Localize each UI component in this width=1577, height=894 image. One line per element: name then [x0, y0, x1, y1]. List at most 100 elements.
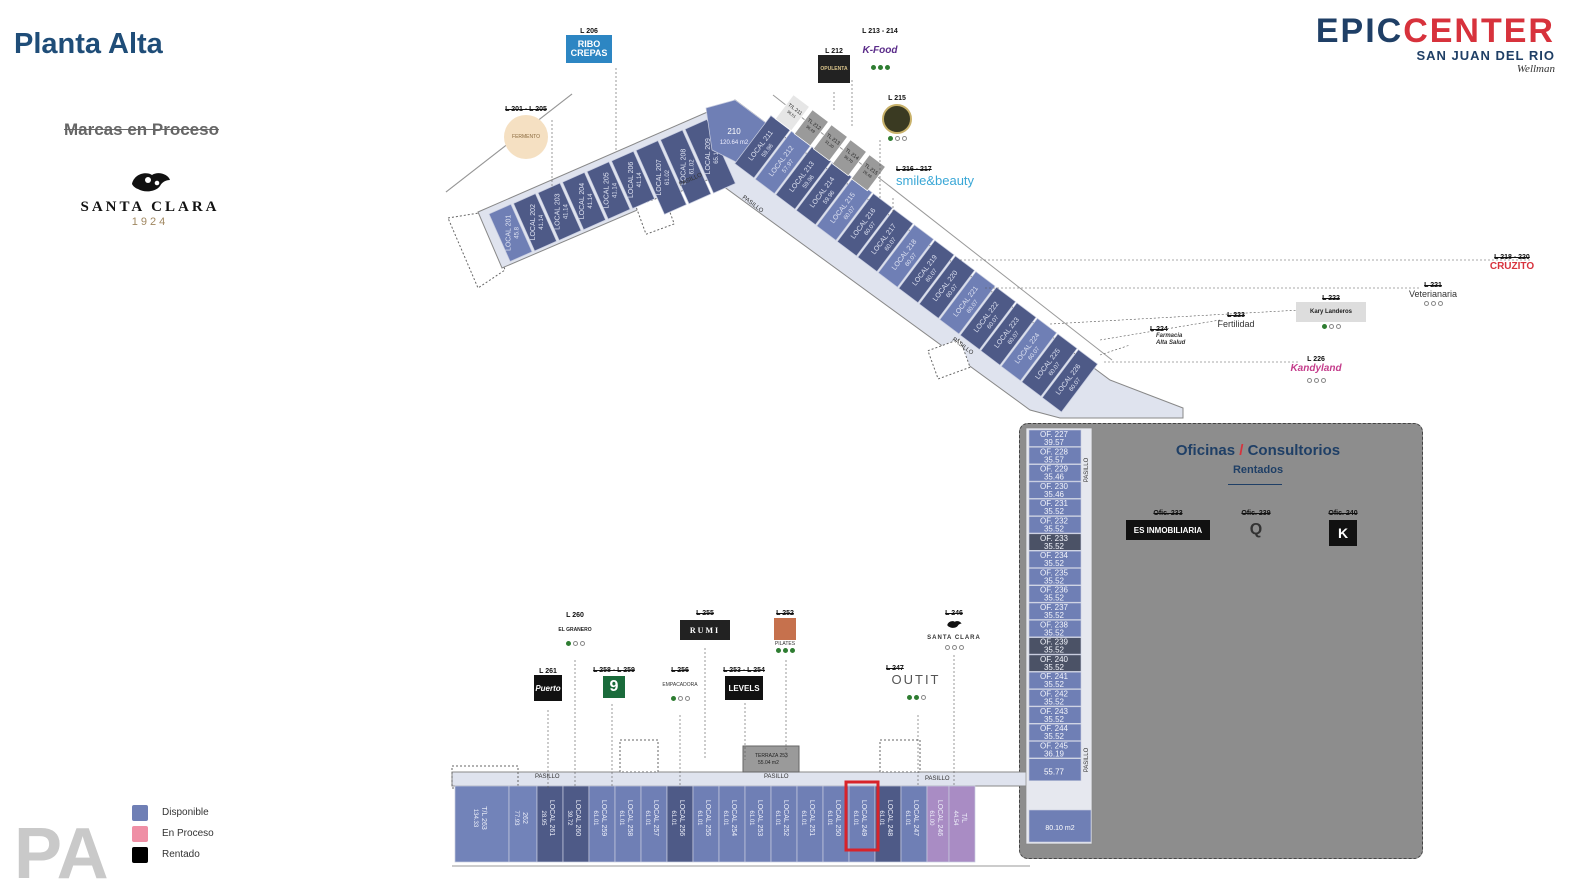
office-tenant-code: Ofic. 240: [1328, 510, 1358, 517]
status-dot: [782, 648, 788, 653]
status-dot: [884, 65, 890, 70]
pin-l218-220[interactable]: L 218 - 220 CRUZITO: [1488, 254, 1536, 272]
pin-l224[interactable]: L 224 Farmacia Alta Salud: [1128, 326, 1194, 347]
store-shape: [562, 785, 590, 863]
office-tenant-239[interactable]: Ofic. 239 Q: [1226, 510, 1286, 541]
pin-leader-line: [1049, 309, 1301, 325]
store-t-l[interactable]: T/L44.54: [948, 785, 976, 863]
office-tenant-240[interactable]: Ofic. 240 K: [1325, 510, 1361, 546]
pin-label: L 201 - L 205: [505, 106, 547, 113]
pin-l223[interactable]: L 223 Fertilidad: [1210, 312, 1262, 329]
offices-panel: [1019, 423, 1423, 859]
pin-l260[interactable]: L 260 EL GRANERO: [552, 612, 598, 646]
pin-l247[interactable]: L 247 OUTIT: [886, 665, 946, 700]
store-area: 61.00: [928, 810, 934, 826]
status-dots: [552, 641, 598, 646]
store-label: LOCAL 223: [993, 316, 1021, 349]
pin-l226[interactable]: L 226 Kandyland: [1290, 356, 1342, 383]
pin-l222[interactable]: L 222 Kary Landeros: [1296, 295, 1366, 329]
pin-l252[interactable]: L 252 PILATES: [770, 610, 800, 653]
pin-l215[interactable]: L 215: [880, 95, 914, 141]
status-dots: [1402, 301, 1464, 306]
store-label: LOCAL 249: [860, 800, 867, 836]
pin-l255[interactable]: L 255 RUMI: [680, 610, 730, 640]
pin-l216-217[interactable]: L 216 - 217 smile&beauty: [896, 166, 992, 188]
pin-label: L 212: [825, 48, 843, 55]
pin-l206[interactable]: L 206 RIBO CREPAS: [566, 28, 612, 63]
pin-label: L 226: [1307, 356, 1325, 363]
pin-l256[interactable]: L 256 EMPACADORA: [658, 667, 702, 701]
pin-l253-254[interactable]: L 253 - L 254 LEVELS: [718, 667, 770, 700]
pin-l246[interactable]: L 246 SANTA CLARA: [920, 610, 988, 650]
pin-l221[interactable]: L 221 Veterianaria: [1402, 282, 1464, 306]
office-tenant-233[interactable]: Ofic. 233 ES INMOBILIARIA: [1126, 510, 1210, 540]
pin-l212[interactable]: L 212 OPULENTA: [818, 48, 850, 83]
santa-clara-small-logo: SANTA CLARA: [927, 635, 981, 641]
store-label: LOCAL 248: [886, 800, 893, 836]
pin-label: L 256: [671, 667, 689, 674]
pin-l201-205[interactable]: L 201 - L 205 FERMENTO: [498, 106, 554, 159]
store-label: LOCAL 225: [1034, 348, 1062, 381]
status-dot: [958, 645, 964, 650]
status-dot: [1423, 301, 1429, 306]
pin-label: L 216 - 217: [896, 166, 932, 173]
pin-l213-214[interactable]: L 213 - 214 K-Food: [858, 28, 902, 70]
pin-l258-259[interactable]: L 258 - L 259 9: [590, 667, 638, 698]
store-label: LOCAL 219: [911, 254, 939, 287]
office-tenant-logo: Q: [1249, 521, 1263, 538]
cow-icon: [947, 621, 962, 628]
pin-l261[interactable]: L 261 Puerto: [534, 668, 562, 701]
store-shape: [513, 193, 558, 252]
